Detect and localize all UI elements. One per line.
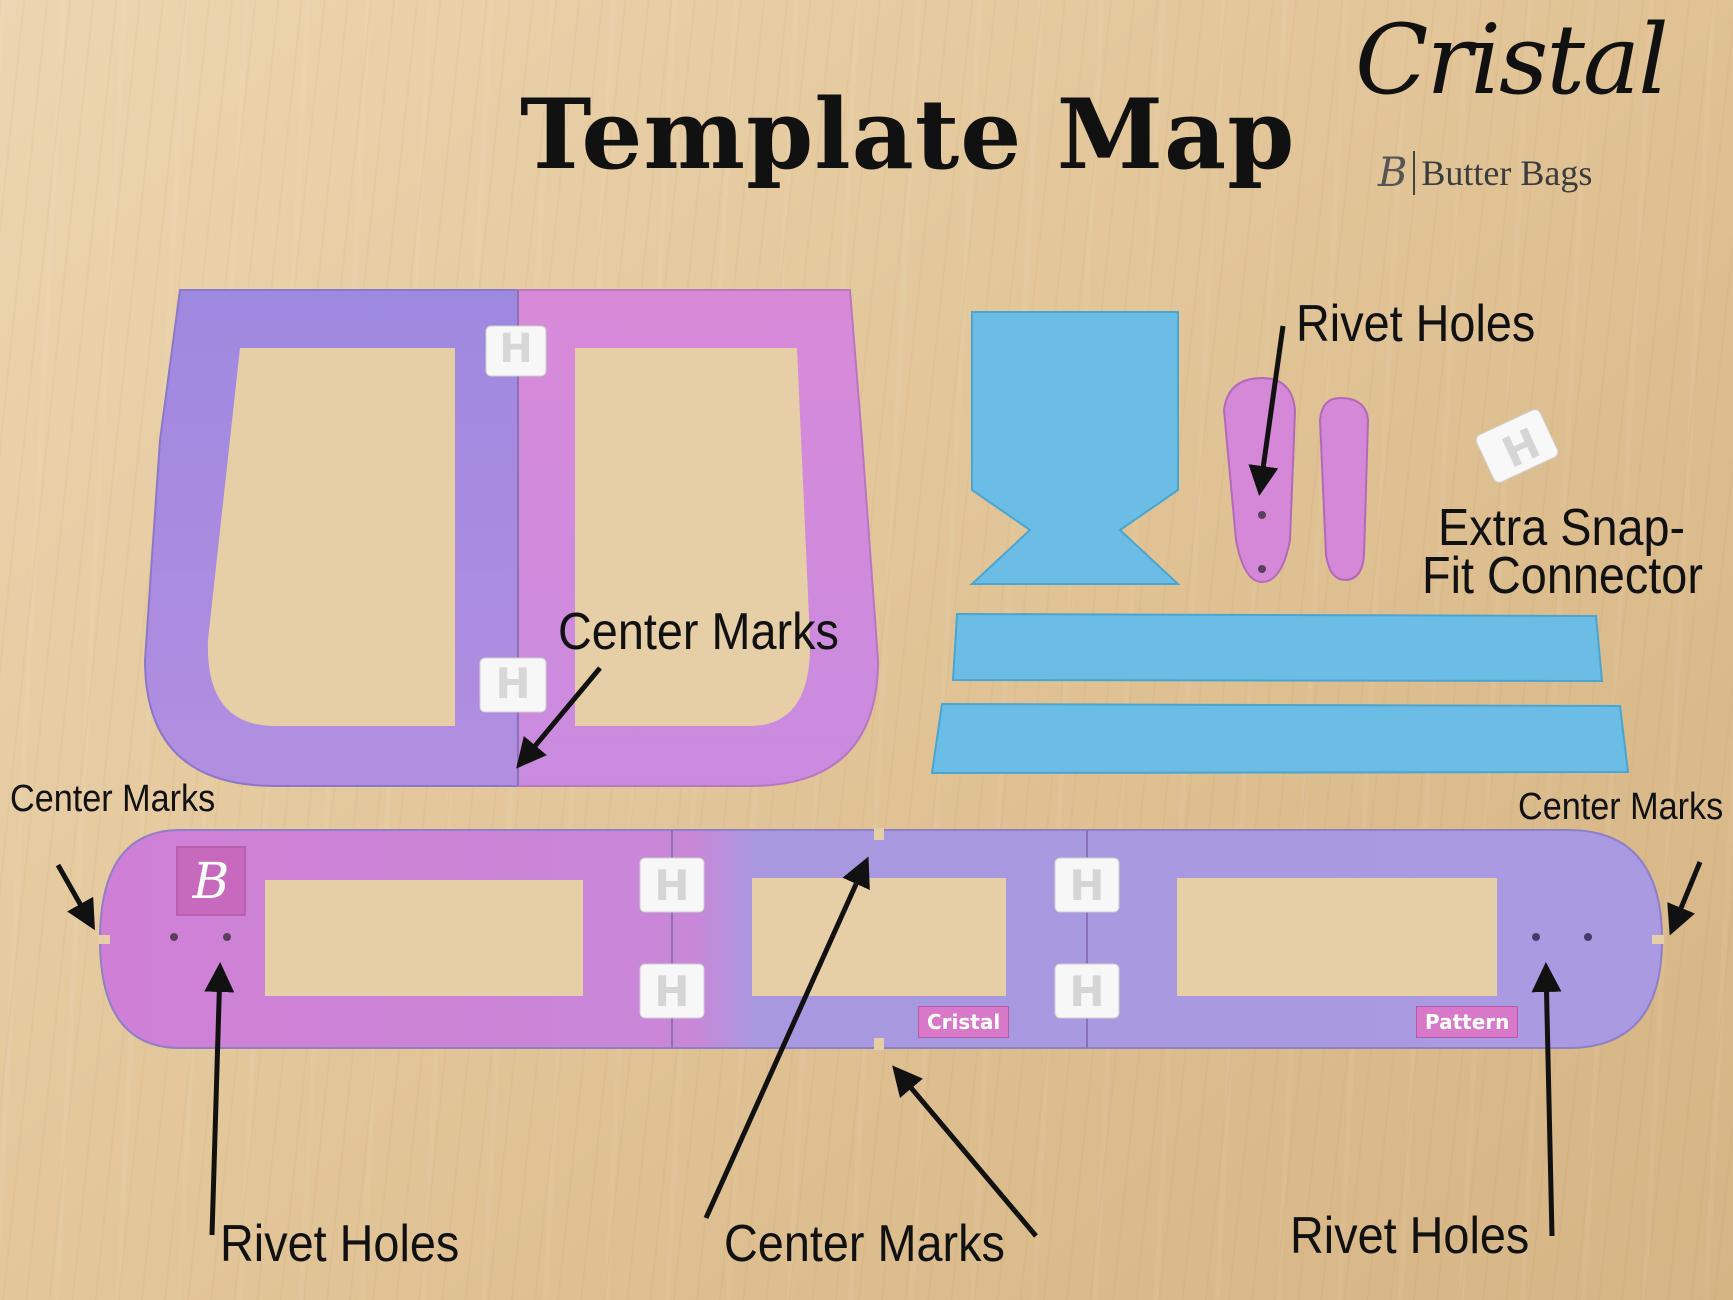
tag-cristal: Cristal [918,1006,1010,1038]
brand-logo-sub: B Butter Bags [1378,148,1592,198]
label-extra-snap-line2: Fit Connector [1422,547,1703,605]
label-center-marks-right: Center Marks [1518,786,1724,828]
label-extra-snap-line1: Extra Snap- [1438,499,1686,557]
side-panel-right [517,289,880,787]
rivet-hole [1584,933,1592,941]
side-panel-left [143,289,519,787]
rivet-hole [1258,511,1266,519]
strip-connector-glyphs: H H H H [654,861,1104,1016]
label-rivet-holes-top: Rivet Holes [1296,295,1536,353]
page-title: Template Map [520,78,1296,191]
svg-text:H: H [1069,967,1104,1016]
pointer-arrows [55,325,1703,1238]
blue-strip-upper [951,612,1604,683]
blue-strip-lower [930,702,1630,775]
b-logo-badge: B [176,846,246,916]
snap-connector-bottom [479,657,547,713]
svg-text:H: H [654,967,689,1016]
rivet-hole [223,933,231,941]
snap-connector-glyph: H [499,326,532,372]
label-center-marks-left: Center Marks [10,778,216,820]
label-rivet-holes-bottom-left: Rivet Holes [220,1215,460,1273]
brand-subtitle: Butter Bags [1421,153,1593,193]
rivet-hole [170,933,178,941]
snap-connector-glyph: H [495,659,530,708]
snap-connector-top [485,325,547,377]
label-center-marks-mid: Center Marks [558,603,839,661]
tag-pattern: Pattern [1416,1006,1519,1038]
rivet-hole [1258,565,1266,573]
extra-snap-fit-connector [1475,409,1559,483]
svg-text:H: H [1069,861,1104,910]
gusset-strip [98,828,1664,1050]
label-center-marks-bottom: Center Marks [724,1215,1005,1273]
strip-connectors [639,857,1120,1019]
label-rivet-holes-bottom-right: Rivet Holes [1290,1207,1530,1265]
blue-base-piece [969,311,1181,585]
tab-piece-plain [1318,396,1370,582]
svg-text:H: H [654,861,689,910]
rivet-hole [1532,933,1540,941]
brand-logo-script: Cristal [1355,4,1669,116]
brand-initial-icon: B [1378,151,1416,195]
